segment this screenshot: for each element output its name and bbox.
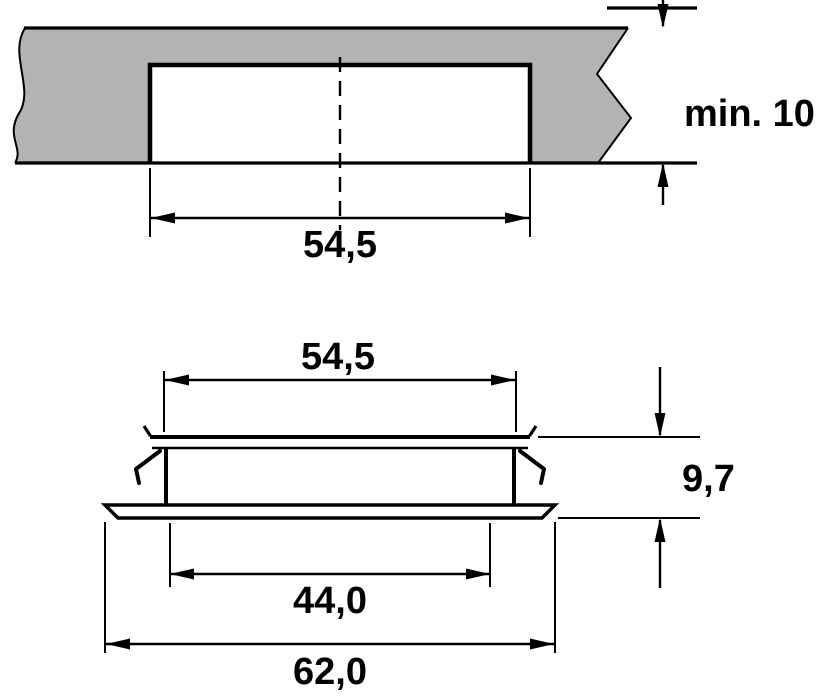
panel-break-left [12, 27, 26, 164]
frame-rim-tick-left [142, 425, 152, 437]
flange-width-label: 62,0 [293, 651, 367, 693]
arrowhead-left [151, 212, 175, 224]
arrowhead-left [170, 568, 194, 580]
profile-view: 54,5 9,7 44,0 [100, 336, 735, 693]
arrowhead-right [530, 638, 554, 650]
inner-width-label: 44,0 [293, 580, 367, 622]
arrowhead-right [466, 568, 490, 580]
frame-rim-tick-right [528, 425, 538, 437]
arrowhead-bottom [654, 518, 666, 542]
arrowhead-right [505, 212, 529, 224]
arrowhead-top [654, 413, 666, 437]
frame-flange [100, 503, 560, 520]
dim-panel-thickness: min. 10 [607, 0, 815, 205]
frame-clip-left [134, 449, 162, 485]
dim-height: 9,7 [538, 367, 735, 588]
dim-top-width: 54,5 [163, 336, 517, 432]
dim-inner-width: 44,0 [169, 523, 491, 622]
arrowhead-top [657, 4, 669, 28]
panel-thickness-label: min. 10 [684, 93, 815, 135]
top-view: 54,5 min. 10 [12, 0, 815, 266]
arrowhead-left [106, 638, 130, 650]
arrowhead-bottom [657, 163, 669, 187]
panel-break-right [595, 27, 633, 164]
arrowhead-right [491, 374, 515, 386]
frame-clip-right [518, 449, 546, 485]
cutout-width-label: 54,5 [303, 224, 377, 266]
top-width-label: 54,5 [301, 336, 375, 378]
panel-cross-section [13, 28, 631, 163]
height-label: 9,7 [682, 458, 735, 500]
dim-cutout-width: 54,5 [149, 168, 531, 266]
arrowhead-left [165, 374, 189, 386]
dim-flange-width: 62,0 [104, 522, 556, 693]
